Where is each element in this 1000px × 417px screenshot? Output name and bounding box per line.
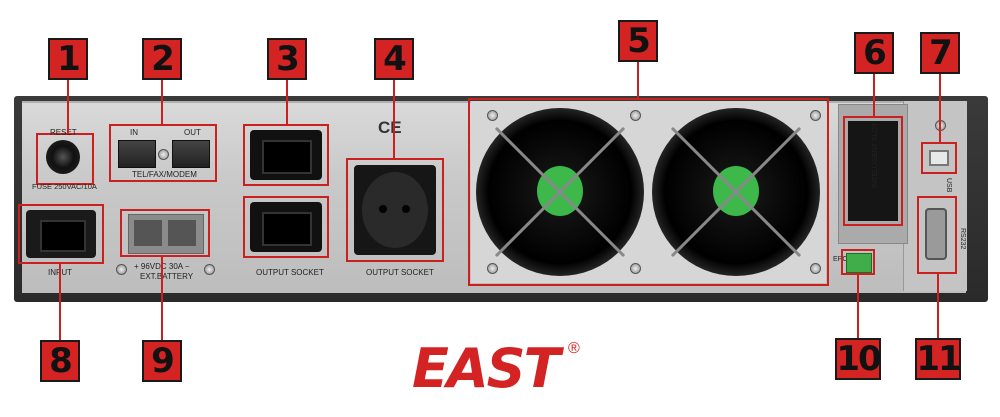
ce-mark: CE: [378, 118, 402, 137]
output-socket-2-inner: [262, 212, 312, 246]
tel-fax-modem-outline: [109, 124, 217, 182]
usb-port[interactable]: [929, 150, 949, 166]
screw-icon: [158, 149, 169, 160]
fuse-label: FUSE 250VAC/10A: [32, 182, 97, 191]
tel-fax-modem-label: TEL/FAX/MODEM: [132, 170, 197, 179]
schuko-pin-left: [379, 205, 387, 213]
fans-outline: [468, 98, 829, 286]
screw-icon: [116, 264, 127, 275]
battery-label: EXT.BATTERY: [140, 272, 194, 281]
epo-outline: [841, 249, 875, 275]
screw-icon: [630, 263, 641, 274]
callout-8: 8: [40, 340, 80, 382]
callout-5: 5: [618, 20, 658, 62]
usb-label: USB: [945, 178, 952, 193]
screw-icon: [630, 110, 641, 121]
callout-3-line: [286, 78, 288, 124]
schuko-pin-right: [402, 205, 410, 213]
schuko-socket-outline: [346, 158, 444, 262]
callout-11: 11: [915, 338, 962, 380]
epo-terminal[interactable]: [846, 253, 872, 273]
intelligent-slot[interactable]: [848, 121, 898, 221]
tel-out-port[interactable]: [172, 140, 210, 168]
tel-in-port[interactable]: [118, 140, 156, 168]
output-socket-label: OUTPUT SOCKET: [366, 268, 434, 277]
callout-10-line: [857, 275, 859, 339]
intelligent-slot-outline: [843, 116, 903, 226]
rs232-port[interactable]: [925, 208, 947, 260]
callout-7: 7: [920, 32, 960, 74]
callout-3: 3: [267, 38, 307, 80]
output-socket-1-inner: [262, 140, 312, 174]
schuko-socket-face: [362, 172, 428, 248]
callout-1-line: [67, 78, 69, 134]
screw-icon: [810, 110, 821, 121]
epo-label: EPO: [833, 256, 848, 263]
callout-5-line: [637, 58, 639, 98]
screw-icon: [810, 263, 821, 274]
fuse-reset-outline: [36, 133, 94, 185]
callout-11-line: [937, 274, 939, 340]
callout-2: 2: [142, 38, 182, 80]
callout-10: 10: [835, 338, 882, 380]
callout-4: 4: [374, 38, 414, 80]
callout-8-line: [59, 264, 61, 340]
screw-icon: [487, 263, 498, 274]
battery-connector-slot-right: [168, 220, 196, 246]
callout-9-line: [161, 257, 163, 341]
battery-connector-slot-left: [134, 220, 162, 246]
fuse-holder[interactable]: [46, 140, 80, 174]
input-socket-inner: [40, 220, 86, 252]
screw-icon: [204, 264, 215, 275]
callout-2-line: [161, 78, 163, 124]
output-socket-1-outline: [243, 124, 329, 186]
input-outline: [18, 204, 104, 264]
rs232-outline: [917, 196, 957, 274]
rs232-label: RS232: [959, 228, 966, 250]
registered-mark: ®: [568, 340, 580, 357]
tel-in-label: IN: [130, 128, 138, 137]
callout-6-line: [873, 72, 875, 116]
screw-icon: [487, 110, 498, 121]
callout-9: 9: [142, 340, 182, 382]
callout-6: 6: [854, 32, 894, 74]
reset-label: RESET: [50, 128, 77, 137]
fan-grills: [494, 126, 802, 258]
callout-1: 1: [48, 38, 88, 80]
usb-outline: [921, 142, 957, 174]
callout-7-line: [939, 72, 941, 142]
intelligent-slot-label: INTELLIGENT SLOT: [872, 122, 879, 188]
output-socket-2-outline: [243, 196, 329, 258]
callout-4-line: [393, 78, 395, 158]
east-logo: EAST: [412, 337, 560, 400]
tel-out-label: OUT: [184, 128, 201, 137]
battery-connector-outline: [120, 209, 210, 257]
output-socket-label: OUTPUT SOCKET: [256, 268, 324, 277]
